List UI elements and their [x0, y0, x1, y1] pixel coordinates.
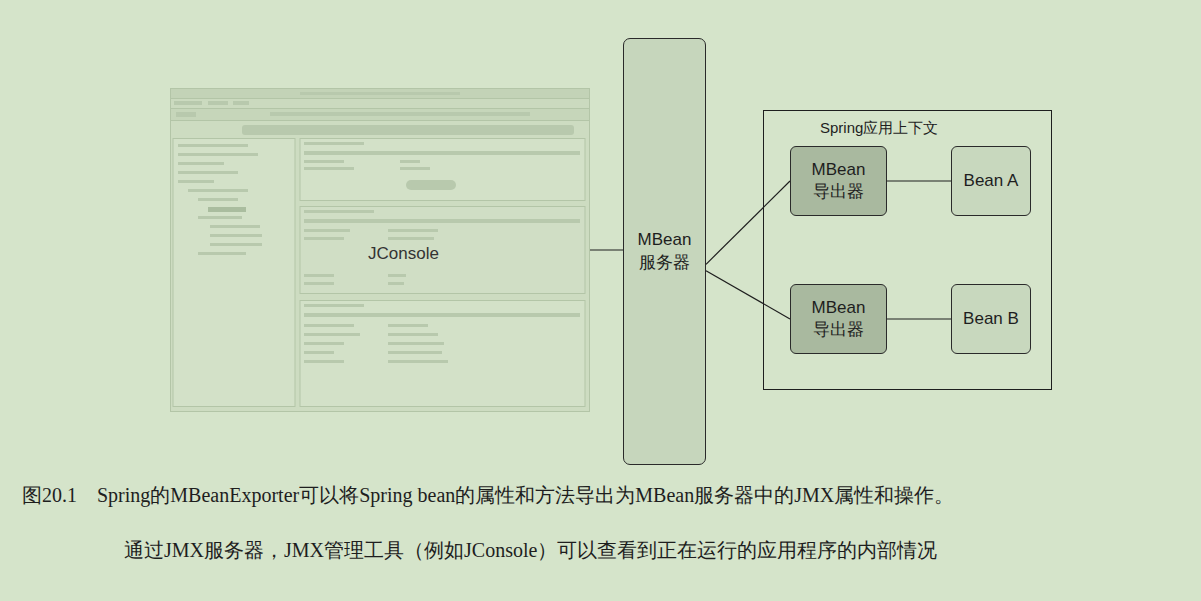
caption-note: 通过JMX服务器，JMX管理工具（例如JConsole）可以查看到正在运行的应用…: [124, 537, 937, 564]
connector-line: [706, 181, 790, 264]
connector-line: [706, 271, 790, 319]
server-column: MBean 服务器: [623, 38, 706, 465]
bean-label: Bean A: [964, 170, 1019, 192]
server-label: MBean 服务器: [634, 229, 696, 273]
bean-label: Bean B: [963, 308, 1019, 330]
context-heading: Spring应用上下文: [820, 119, 938, 138]
connector-line: [887, 180, 951, 181]
exporter-label: MBean 导出器: [808, 297, 870, 341]
connector-line: [590, 249, 623, 250]
bean-box: Bean B: [951, 284, 1031, 354]
exporter-box: MBean 导出器: [790, 146, 887, 216]
connector-line: [887, 318, 951, 319]
figure-caption: 图20.1 Spring的MBeanExporter可以将Spring bean…: [22, 482, 954, 509]
console-window: JConsole: [170, 88, 590, 412]
exporter-box: MBean 导出器: [790, 284, 887, 354]
exporter-label: MBean 导出器: [808, 159, 870, 203]
console-label: JConsole: [366, 244, 441, 264]
context-frame: MBean 导出器 Bean A MBean 导出器 Bean B Spring应用上下…: [763, 110, 1052, 390]
bean-box: Bean A: [951, 146, 1031, 216]
